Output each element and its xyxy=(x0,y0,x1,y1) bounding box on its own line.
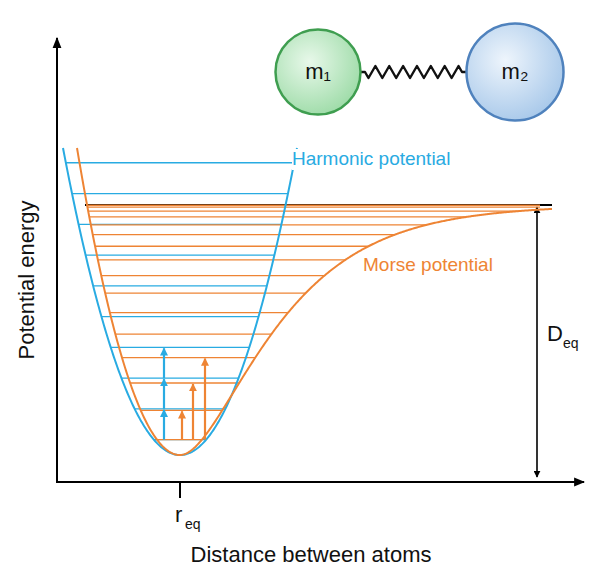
y-axis xyxy=(56,38,58,483)
morse-curve xyxy=(77,148,552,455)
morse-level xyxy=(101,275,324,276)
morse-level xyxy=(98,259,345,260)
symbol-label: D xyxy=(547,322,563,346)
morse-level xyxy=(110,312,288,313)
mass-circle: m₁ xyxy=(274,28,362,116)
harmonic-curve xyxy=(63,148,297,455)
x-axis xyxy=(56,481,584,483)
transition-arrow xyxy=(204,359,206,440)
transition-arrow xyxy=(181,411,183,439)
transition-arrow xyxy=(163,348,165,378)
harmonic-level xyxy=(121,377,238,378)
harmonic-level xyxy=(93,285,267,286)
mass-label: m₁ xyxy=(305,59,331,85)
transition-arrow xyxy=(163,379,165,409)
morse-level xyxy=(105,292,305,293)
axis-title: Potential energy xyxy=(15,201,39,360)
morse-level xyxy=(91,224,427,225)
morse-level xyxy=(87,207,540,208)
harmonic-level xyxy=(154,439,206,440)
symbol-subscript: eq xyxy=(185,517,201,532)
harmonic-level xyxy=(86,254,275,255)
axis-title: Distance between atoms xyxy=(191,543,432,567)
morse-level xyxy=(122,357,255,358)
spring xyxy=(361,66,466,78)
morse-level xyxy=(95,246,368,247)
transition-arrow xyxy=(192,384,194,440)
harmonic-level xyxy=(66,162,294,163)
axis-tick xyxy=(179,482,181,498)
morse-level xyxy=(130,382,239,383)
curve-label: Morse potential xyxy=(363,255,493,276)
harmonic-level xyxy=(135,408,226,409)
morse-level xyxy=(93,234,396,235)
morse-level xyxy=(89,216,466,217)
mass-circle: m₂ xyxy=(465,22,565,122)
morse-level xyxy=(88,210,518,211)
morse-level xyxy=(87,205,540,206)
dimension-arrow xyxy=(536,207,538,477)
harmonic-level xyxy=(72,193,288,194)
symbol-subscript: eq xyxy=(563,336,579,351)
harmonic-level xyxy=(101,316,258,317)
morse-level xyxy=(141,410,223,411)
mass-label: m₂ xyxy=(502,59,529,85)
dissociation-line xyxy=(85,204,552,206)
curve-label: Harmonic potential xyxy=(292,149,450,170)
harmonic-level xyxy=(111,347,250,348)
symbol-label: r xyxy=(175,503,182,527)
transition-arrow xyxy=(163,410,165,440)
morse-level xyxy=(115,334,271,335)
